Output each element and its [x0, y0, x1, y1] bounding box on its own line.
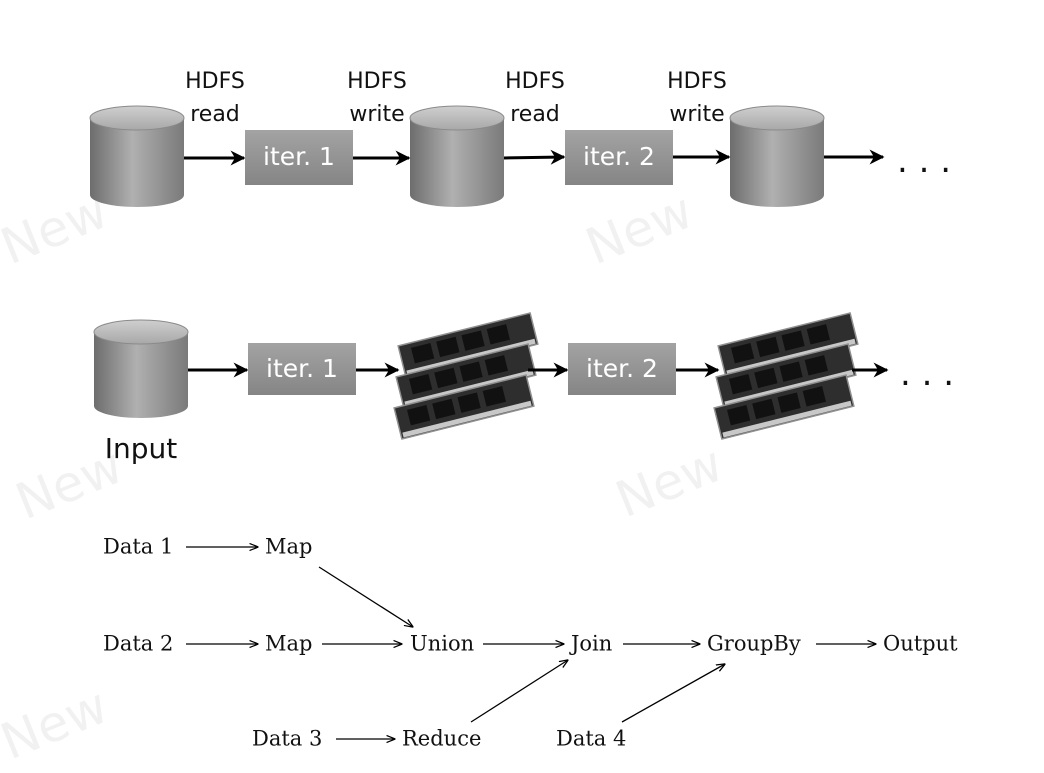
disk-storage-icon: [409, 105, 505, 207]
node-map-2: Map: [265, 632, 312, 656]
node-data-3: Data 3: [252, 727, 322, 751]
edge-arrow: [318, 566, 413, 627]
iteration-label: iter. 1: [266, 354, 338, 383]
node-reduce: Reduce: [402, 727, 481, 751]
hdfs-label-line2: write: [349, 102, 404, 127]
hdfs-label-line1: HDFS: [667, 69, 727, 94]
disk-storage-icon: [729, 105, 825, 207]
disk-storage-icon: [93, 319, 189, 418]
hdfs-label-line2: read: [190, 102, 240, 127]
input-label: Input: [105, 432, 178, 465]
node-data-2: Data 2: [103, 632, 173, 656]
node-output: Output: [883, 632, 958, 656]
hdfs-label-line1: HDFS: [505, 69, 565, 94]
spark-row: Input iter. 1 iter. 2: [93, 312, 954, 465]
iteration-box: [565, 130, 673, 185]
watermark-layer: New New New New New: [0, 181, 731, 771]
memory-ram-icon: [393, 312, 539, 440]
watermark-text: New: [0, 676, 116, 771]
ellipsis: . . .: [900, 354, 954, 394]
node-data-1: Data 1: [103, 535, 173, 559]
hdfs-label-line2: write: [669, 102, 724, 127]
node-data-4: Data 4: [556, 727, 626, 751]
ellipsis: . . .: [897, 141, 951, 181]
iteration-box: [245, 130, 353, 185]
node-groupby: GroupBy: [707, 632, 801, 656]
mapreduce-row: iter. 1 iter. 2 HDFS read HDFS write HDF…: [89, 69, 951, 207]
node-map-1: Map: [265, 535, 312, 559]
iteration-label: iter. 1: [263, 142, 335, 171]
edge-arrow: [621, 664, 725, 723]
iteration-box: [568, 343, 676, 395]
iteration-box: [248, 343, 356, 395]
hdfs-label-line1: HDFS: [185, 69, 245, 94]
node-union: Union: [410, 632, 474, 656]
node-join: Join: [569, 632, 612, 656]
disk-storage-icon: [89, 105, 185, 207]
watermark-text: New: [608, 434, 731, 529]
iteration-label: iter. 2: [586, 354, 658, 383]
edge-arrow: [470, 660, 568, 723]
hdfs-read-arrow: [503, 149, 566, 165]
memory-ram-icon: [713, 312, 859, 440]
hdfs-label-line1: HDFS: [347, 69, 407, 94]
hdfs-label-line2: read: [510, 102, 560, 127]
dataflow-graph: Data 1 Map Data 2 Map Union Join GroupBy…: [103, 535, 958, 751]
iteration-label: iter. 2: [583, 142, 655, 171]
watermark-text: New: [578, 181, 701, 276]
